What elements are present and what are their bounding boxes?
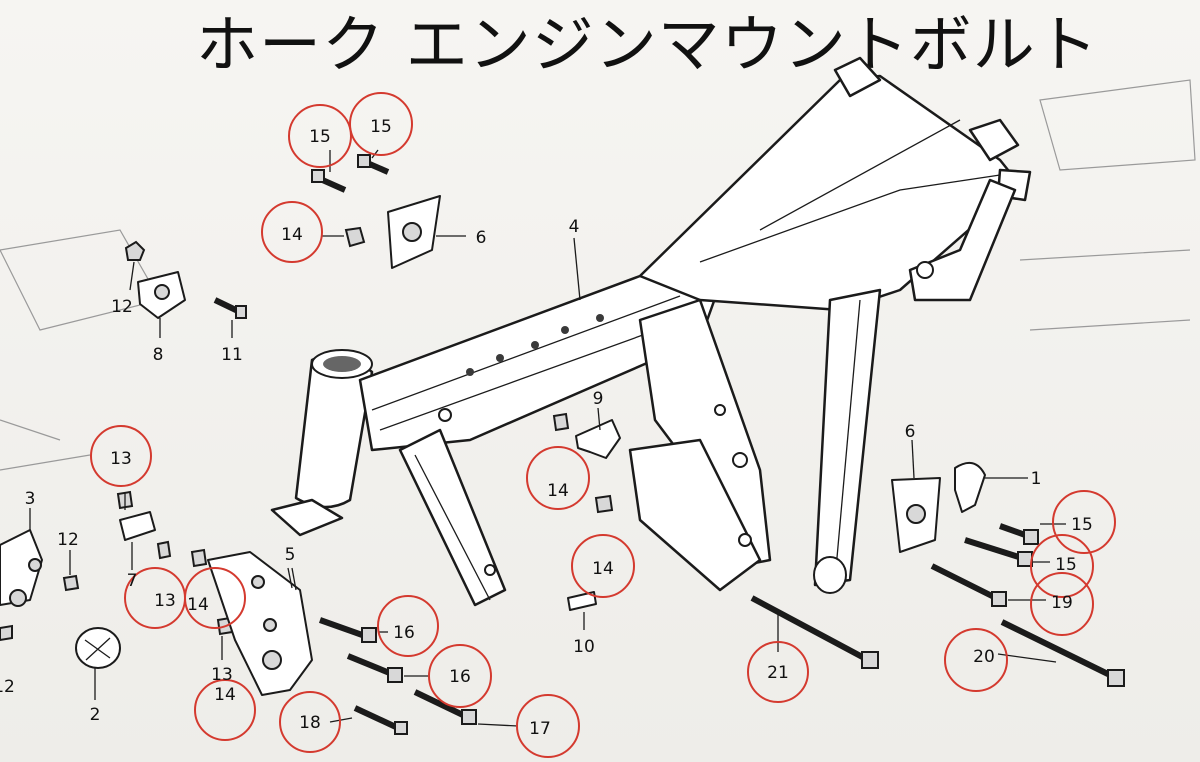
ring-13a	[90, 425, 152, 487]
callout-14: 14	[187, 595, 209, 615]
ring-14a	[261, 201, 323, 263]
ring-14d	[526, 446, 590, 510]
callout-18: 18	[299, 713, 321, 733]
callout-15: 15	[370, 117, 392, 137]
callout-12: 12	[0, 677, 15, 697]
ring-14c	[194, 679, 256, 741]
callout-16: 16	[393, 623, 415, 643]
part-3-bracket	[0, 508, 43, 607]
callout-14: 14	[592, 559, 614, 579]
part-6-plate-right	[891, 439, 941, 553]
callout-8: 8	[153, 345, 164, 365]
callout-15: 15	[1071, 515, 1093, 535]
ring-16b	[428, 644, 492, 708]
background-artwork	[0, 79, 1196, 471]
part-12-nut-top	[124, 240, 146, 291]
ring-16a	[377, 595, 439, 657]
part-17-18-bolts	[329, 689, 519, 735]
part-15-bolts-top	[311, 149, 390, 193]
ring-18	[279, 691, 341, 753]
callout-17: 17	[529, 719, 551, 739]
callout-1: 1	[1031, 469, 1042, 489]
callout-12: 12	[57, 530, 79, 550]
callout-12: 12	[111, 297, 133, 317]
part-1-clamp	[954, 461, 1028, 513]
part-21-bolt	[750, 595, 879, 669]
callout-14: 14	[214, 685, 236, 705]
part-2-cap	[75, 627, 121, 700]
ring-20	[944, 628, 1008, 692]
callout-5: 5	[285, 545, 296, 565]
part-10-shim	[567, 591, 597, 630]
part-20-bolt	[997, 619, 1125, 687]
part-15-bolts-right	[964, 523, 1066, 567]
part-8-bracket	[137, 271, 186, 338]
callout-2: 2	[90, 705, 101, 725]
page-title: ホーク エンジンマウントボルト	[196, 8, 1099, 81]
part-14-nut-left	[190, 548, 208, 568]
callout-9: 9	[593, 389, 604, 409]
callout-13: 13	[154, 591, 176, 611]
ring-15a	[288, 104, 352, 168]
callout-14: 14	[281, 225, 303, 245]
leader-lines	[124, 237, 581, 660]
ring-17	[516, 694, 580, 758]
callout-4: 4	[569, 217, 580, 237]
callout-10: 10	[573, 637, 595, 657]
part-14-nut-center	[552, 412, 614, 514]
part-5-engine-hanger	[207, 551, 313, 696]
callout-labels: 15 15 14 6 4 12 8 11 9 14 13 3 12 7 13 1…	[0, 117, 1093, 739]
callout-3: 3	[25, 489, 36, 509]
part-14-nut-top	[322, 226, 366, 248]
callout-13: 13	[211, 665, 233, 685]
ring-15c	[1052, 490, 1116, 554]
callout-11: 11	[221, 345, 243, 365]
callout-6: 6	[905, 422, 916, 442]
ring-14e	[571, 534, 635, 598]
part-11-bolt	[213, 297, 247, 338]
highlight-rings	[90, 92, 1116, 758]
callout-13: 13	[110, 449, 132, 469]
ring-15d	[1030, 534, 1094, 598]
callout-7: 7	[127, 571, 138, 591]
ring-19	[1030, 572, 1094, 636]
main-frame	[270, 56, 1032, 607]
ring-14b	[184, 567, 246, 629]
callout-20: 20	[973, 647, 995, 667]
part-9-bracket	[575, 407, 621, 459]
callout-15: 15	[309, 127, 331, 147]
part-16-bolts	[318, 617, 430, 683]
callout-15: 15	[1055, 555, 1077, 575]
callout-19: 19	[1051, 593, 1073, 613]
part-19-bolt	[930, 563, 1046, 607]
callout-6: 6	[476, 228, 487, 248]
callout-14: 14	[547, 481, 569, 501]
ring-21	[747, 641, 809, 703]
ring-15b	[349, 92, 413, 156]
callout-21: 21	[767, 663, 789, 683]
part-6-plate-top	[387, 195, 466, 269]
part-7-clamp	[119, 511, 156, 570]
part-12-nut-left	[0, 550, 80, 642]
callout-16: 16	[449, 667, 471, 687]
